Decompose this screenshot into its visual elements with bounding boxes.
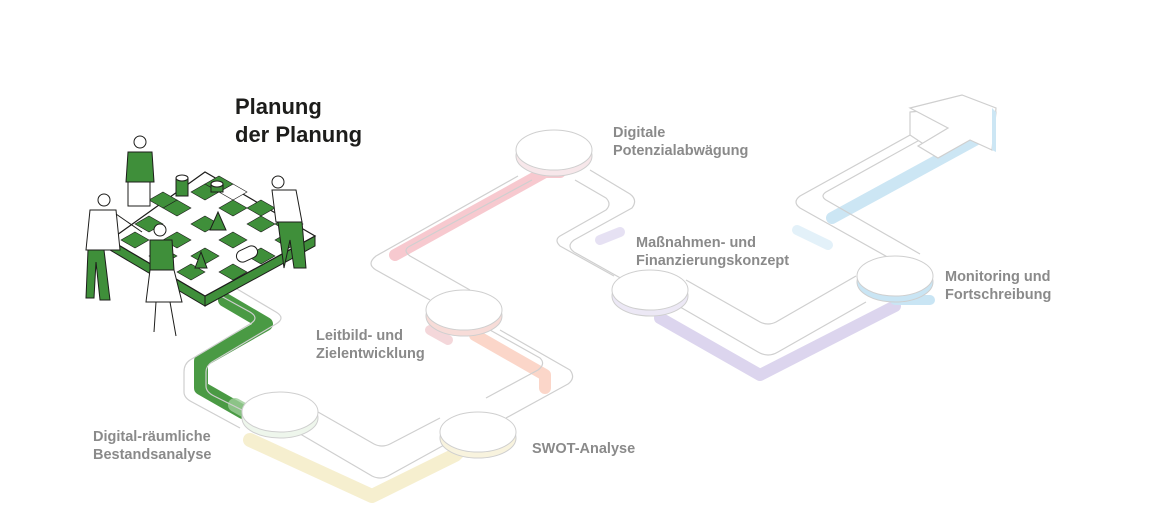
step-label-line: SWOT-Analyse — [532, 441, 636, 457]
path-side-lavender-2 — [654, 300, 901, 381]
step-label-swot: SWOT-Analyse — [532, 440, 635, 458]
path-side-lavender — [595, 227, 625, 245]
station-swot — [439, 411, 517, 459]
station-discs — [241, 129, 934, 459]
path-side-green — [194, 293, 273, 419]
step-label-line: Potenzialabwägung — [613, 143, 749, 159]
diagram-title: Planung der Planung — [235, 93, 362, 149]
step-label-monitoring: Monitoring und Fortschreibung — [945, 268, 1051, 304]
station-leitbild — [425, 289, 503, 337]
path-side-lightblue-2 — [792, 225, 833, 250]
step-label-leitbild: Leitbild- und Zielentwicklung — [316, 327, 425, 363]
step-label-line: Maßnahmen- und — [636, 235, 757, 251]
step-label-line: Fortschreibung — [945, 287, 1052, 303]
arrow-icon — [908, 94, 997, 159]
step-label-line: Bestandsanalyse — [93, 447, 212, 463]
person-icon — [85, 135, 307, 337]
station-massnahmen — [611, 269, 689, 317]
step-label-line: Digital-räumliche — [93, 429, 211, 445]
step-label-line: Digitale — [613, 125, 666, 141]
step-label-line: Finanzierungskonzept — [636, 253, 790, 269]
title-line-1: Planung — [235, 94, 322, 119]
step-label-line: Monitoring und — [945, 269, 1051, 285]
station-monitoring — [856, 255, 934, 303]
path-side-salmon — [469, 329, 551, 394]
station-bestandsanalyse — [241, 391, 319, 439]
step-label-bestandsanalyse: Digital-räumliche Bestandsanalyse — [93, 428, 211, 464]
step-label-line: Leitbild- und — [316, 328, 403, 344]
station-potenzial — [515, 129, 593, 177]
step-label-massnahmen: Maßnahmen- und Finanzierungskonzept — [636, 234, 789, 270]
title-line-2: der Planung — [235, 122, 363, 147]
step-label-line: Zielentwicklung — [316, 346, 425, 362]
step-label-potenzial: Digitale Potenzialabwägung — [613, 124, 748, 160]
path-side-lightblue — [826, 134, 981, 224]
path-side-pink — [389, 166, 566, 261]
path-side-pink-2 — [425, 325, 453, 345]
